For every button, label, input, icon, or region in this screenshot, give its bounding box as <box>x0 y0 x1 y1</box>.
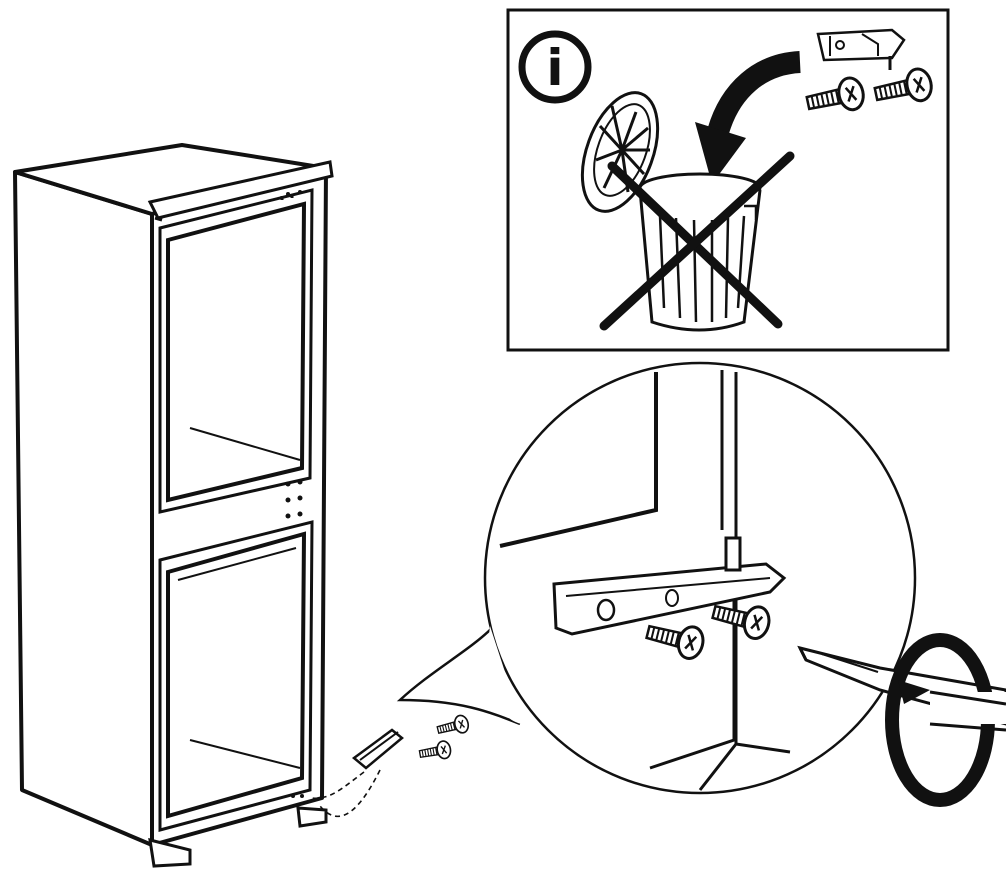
bracket-icon <box>552 536 787 636</box>
hinge-bracket-icon <box>816 28 906 70</box>
do-not-discard-panel: i <box>506 8 950 352</box>
screw-icon <box>435 713 471 740</box>
dashed-guide <box>309 769 381 818</box>
curved-arrow-icon <box>695 51 801 184</box>
info-letter: i <box>546 39 563 97</box>
bracket-detail-zoom <box>396 361 1006 807</box>
info-icon: i <box>518 30 592 104</box>
screw-icon <box>417 739 453 764</box>
loose-parts-group <box>309 713 471 818</box>
crossed-out-icon <box>599 151 795 331</box>
fridge-freezer-icon <box>13 143 334 868</box>
rotate-arrow-icon <box>885 633 1006 807</box>
bracket-icon <box>351 728 404 770</box>
